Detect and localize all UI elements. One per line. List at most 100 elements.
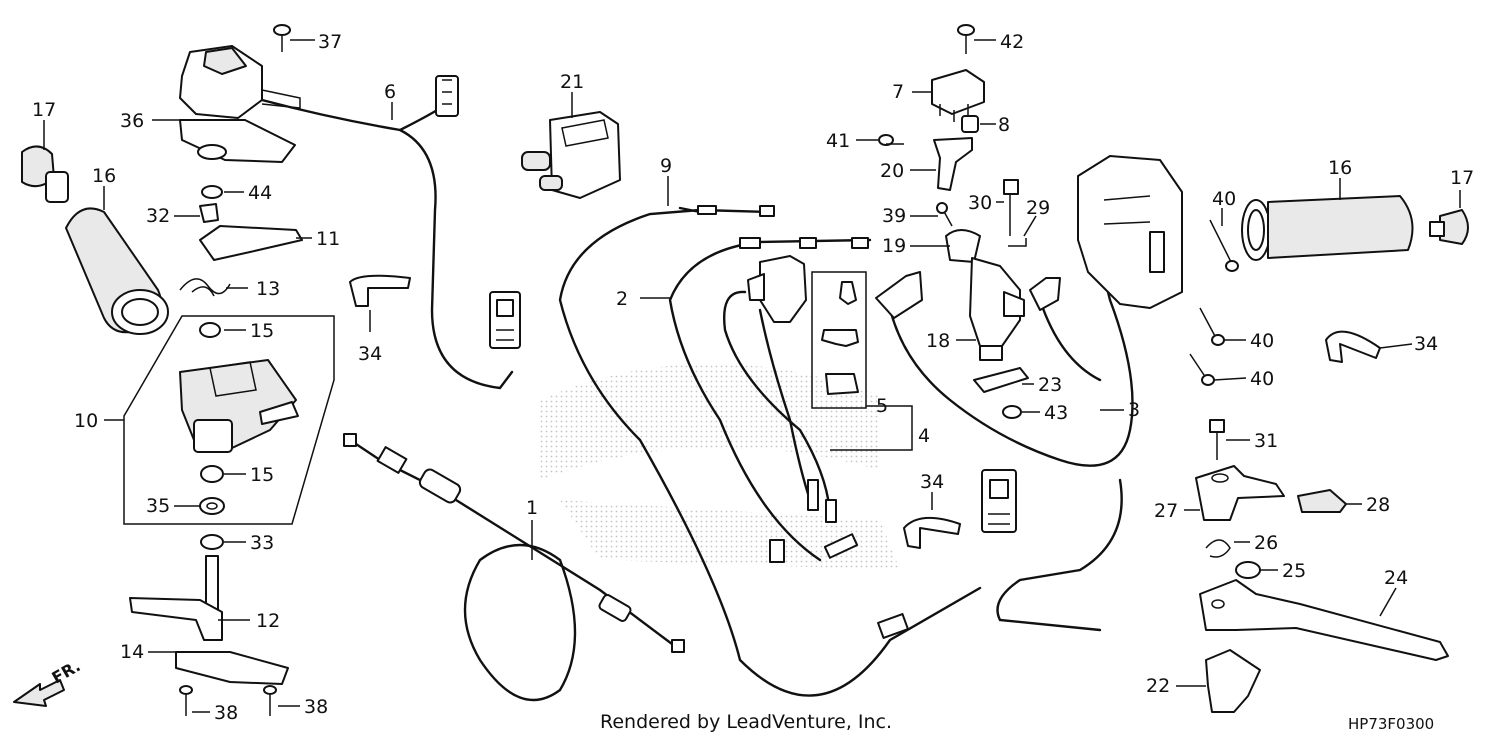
- callout-30: 30: [968, 192, 992, 214]
- callout-41: 41: [826, 130, 850, 152]
- arm-11: [199, 225, 303, 261]
- callout-21: 21: [560, 71, 584, 93]
- band-34-middle: [903, 517, 961, 549]
- cap-25: [1235, 561, 1261, 579]
- callout-35: 35: [146, 495, 170, 517]
- callout-19: 19: [882, 235, 906, 257]
- screw-37: [273, 24, 291, 52]
- terminals: [769, 479, 859, 563]
- callout-20: 20: [880, 160, 904, 182]
- connector-6b: [489, 291, 521, 349]
- callout-34-left: 34: [358, 343, 382, 365]
- grip-end-right: [1429, 209, 1469, 245]
- callout-16-left: 16: [92, 165, 116, 187]
- callout-6: 6: [384, 81, 396, 103]
- band-34-right: [1325, 330, 1381, 363]
- plate-23: [973, 367, 1029, 393]
- callout-17-left: 17: [32, 99, 56, 121]
- callout-10: 10: [74, 410, 98, 432]
- cable-1-parts: [343, 433, 685, 653]
- callout-43: 43: [1044, 402, 1068, 424]
- callout-32: 32: [146, 205, 170, 227]
- callout-2: 2: [616, 288, 628, 310]
- bolt-38a: [179, 685, 193, 716]
- relay-7: [931, 69, 985, 122]
- front-direction-arrow: FR.: [13, 656, 84, 707]
- switch-housing-upper: [747, 255, 807, 323]
- callout-3: 3: [1128, 399, 1140, 421]
- callout-29: 29: [1026, 197, 1050, 219]
- callout-1: 1: [526, 497, 538, 519]
- callout-15b: 15: [250, 464, 274, 486]
- callout-17-right: 17: [1450, 167, 1474, 189]
- master-cylinder-18: [969, 257, 1025, 361]
- callout-33: 33: [250, 532, 274, 554]
- callout-39: 39: [882, 205, 906, 227]
- callout-25: 25: [1282, 560, 1306, 582]
- grip-end-left: [21, 145, 69, 203]
- callout-38a: 38: [214, 702, 238, 724]
- callout-5: 5: [876, 395, 888, 417]
- washer-33: [200, 534, 224, 550]
- holder-19: [945, 229, 981, 263]
- nut-43: [1002, 405, 1022, 419]
- callout-8: 8: [998, 114, 1010, 136]
- bracket-14: [175, 651, 289, 685]
- cable-2-end: [739, 237, 869, 249]
- callout-7: 7: [892, 81, 904, 103]
- callout-18: 18: [926, 330, 950, 352]
- screw-41: [878, 134, 904, 146]
- callout-40a: 40: [1212, 188, 1236, 210]
- switch-box-right: [1077, 155, 1183, 309]
- bolt-39: [936, 202, 953, 227]
- callout-31: 31: [1254, 430, 1278, 452]
- grip-right: [1241, 195, 1414, 261]
- throttle-assembly-group: [123, 315, 335, 525]
- rendered-by-credit: Rendered by LeadVenture, Inc.: [600, 711, 893, 733]
- leader-lines: [43, 39, 1461, 713]
- callout-23: 23: [1038, 374, 1062, 396]
- callout-26: 26: [1254, 532, 1278, 554]
- group-5-box: [811, 271, 867, 409]
- callout-42: 42: [1000, 31, 1024, 53]
- bolt-38b: [263, 685, 277, 716]
- cable-9-end: [697, 205, 775, 217]
- brand-watermark-logo: [540, 363, 900, 570]
- screw-40b: [1199, 307, 1225, 346]
- callout-4: 4: [918, 425, 930, 447]
- diagram-code: HP73F0300: [1348, 715, 1435, 733]
- bolt-31: [1209, 419, 1225, 460]
- callout-11: 11: [316, 228, 340, 250]
- pivot-27: [1195, 465, 1285, 521]
- callout-34-middle: 34: [920, 471, 944, 493]
- callout-14: 14: [120, 641, 144, 663]
- holder-22: [1205, 649, 1261, 713]
- connector-3: [981, 469, 1017, 533]
- clip-29: [1008, 238, 1027, 247]
- connector-6a: [435, 75, 459, 117]
- coil-21: [521, 111, 621, 199]
- clip-32: [199, 203, 219, 223]
- screw-40a: [1209, 219, 1239, 272]
- callout-40b: 40: [1250, 330, 1274, 352]
- switch-housing-right: [875, 271, 1061, 319]
- callout-27: 27: [1154, 500, 1178, 522]
- cable-sleeve-lower: [877, 613, 909, 639]
- callout-9: 9: [660, 155, 672, 177]
- callout-13: 13: [256, 278, 280, 300]
- callout-36: 36: [120, 110, 144, 132]
- spring-13: [179, 278, 231, 297]
- bracket-20: [933, 137, 973, 191]
- washer-15a: [199, 322, 221, 338]
- spring-26: [1205, 539, 1231, 558]
- callout-37: 37: [318, 31, 342, 53]
- screw-42: [957, 24, 975, 54]
- callout-22: 22: [1146, 675, 1170, 697]
- callout-15a: 15: [250, 320, 274, 342]
- callout-34-right: 34: [1414, 333, 1438, 355]
- callout-12: 12: [256, 610, 280, 632]
- bolt-30: [1003, 179, 1019, 236]
- throttle-lever-12: [129, 555, 223, 641]
- screw-40c: [1189, 353, 1215, 386]
